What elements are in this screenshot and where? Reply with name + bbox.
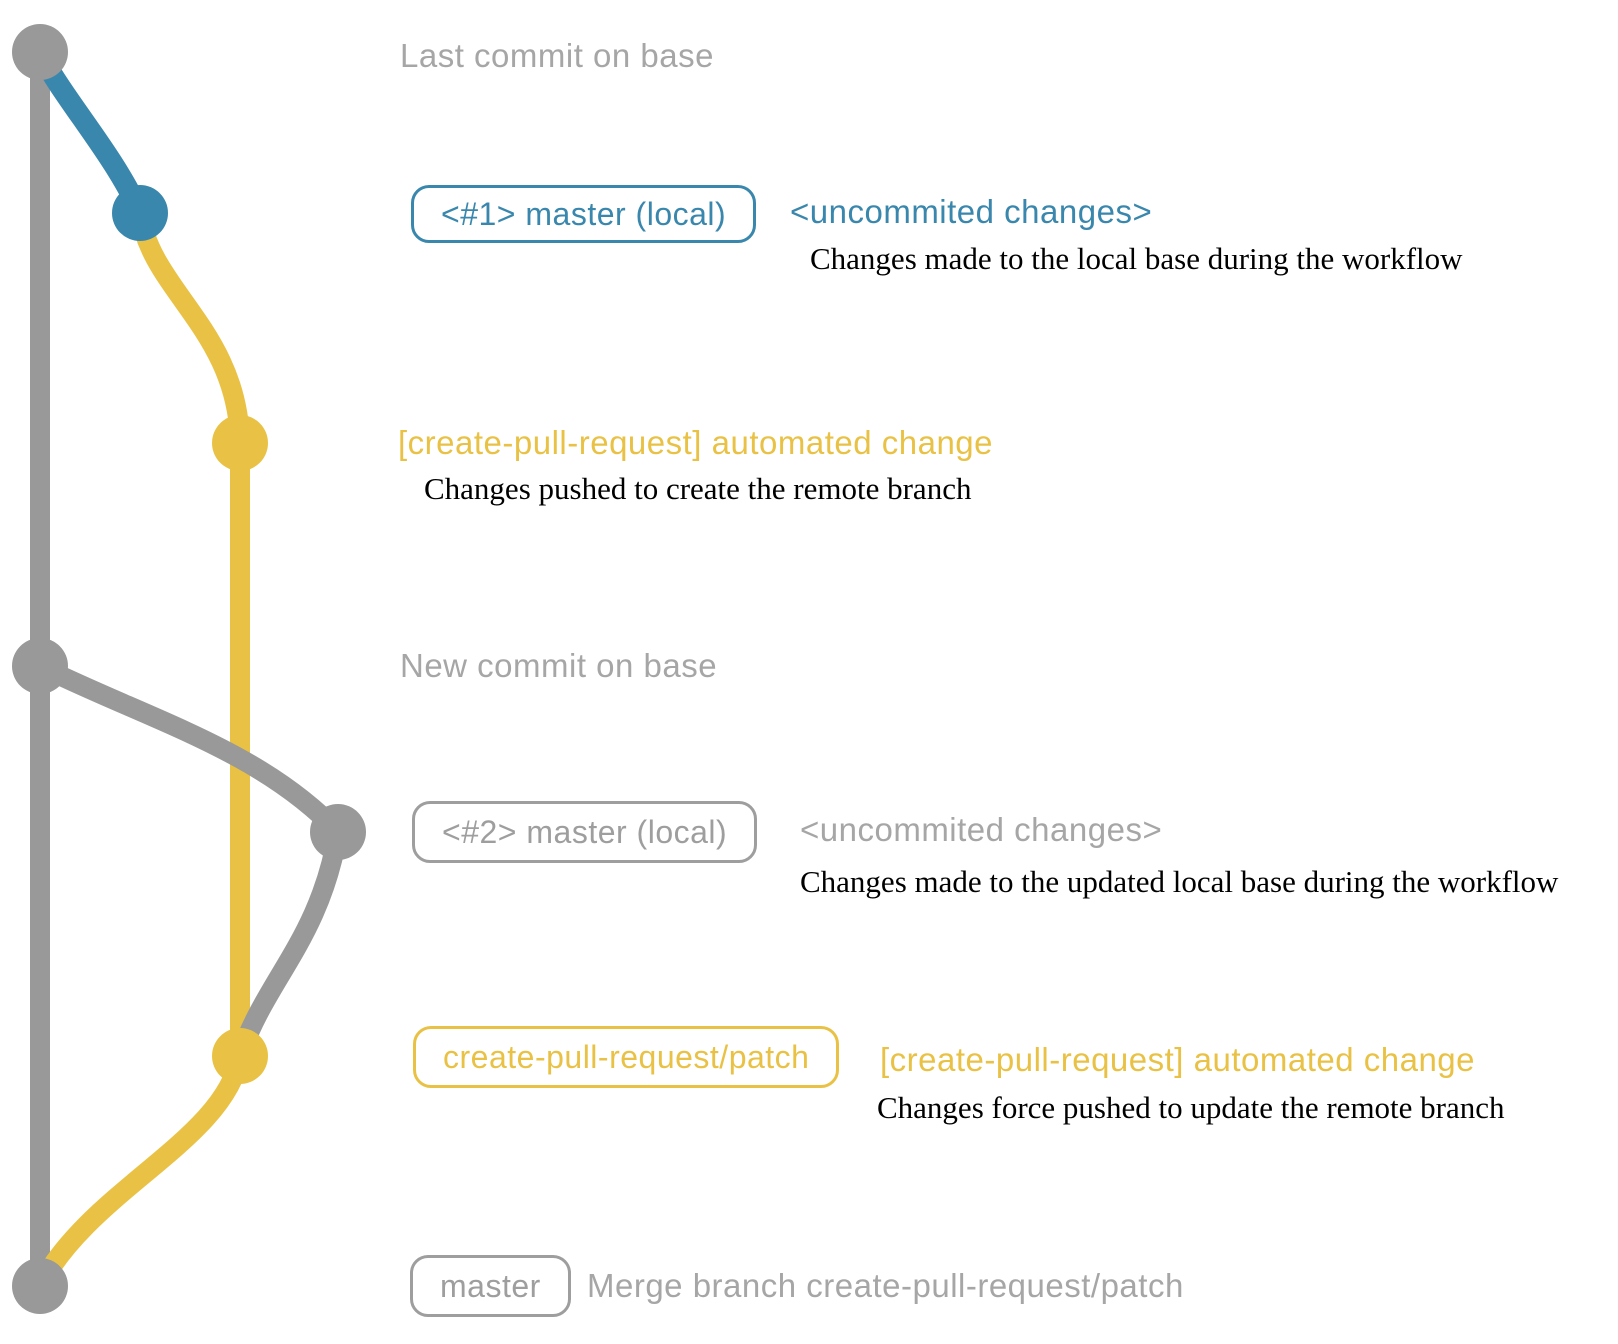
commit-title-uncommitted-1: <uncommited changes> [790, 193, 1153, 230]
annotation-force-pushed: Changes force pushed to update the remot… [877, 1090, 1505, 1125]
badge-master-local-2: <#2> master (local) [412, 801, 758, 863]
uncommitted-changes-2-curve [30, 656, 348, 842]
commit-dot-uncommitted-1 [112, 185, 168, 241]
label-last-commit-on-base: Last commit on base [400, 37, 714, 74]
commit-dot-new-base [12, 638, 68, 694]
commit-dot-last-base [12, 24, 68, 80]
commit-dot-uncommitted-2 [310, 804, 366, 860]
label-new-commit-on-base: New commit on base [400, 647, 718, 684]
commit-dot-merge [12, 1258, 68, 1314]
annotation-uncommitted-1: Changes made to the local base during th… [810, 241, 1463, 276]
commit-dot-patch-create [212, 415, 268, 471]
force-push-curve [230, 822, 348, 1066]
label-merge-branch: Merge branch create-pull-request/patch [587, 1267, 1184, 1304]
merge-curve [30, 1046, 250, 1296]
badge-master-local-1: <#1> master (local) [411, 185, 757, 243]
commit-title-automated-change-2: [create-pull-request] automated change [880, 1041, 1476, 1078]
commit-title-uncommitted-2: <uncommited changes> [800, 811, 1163, 848]
uncommitted-changes-1-curve [29, 41, 151, 224]
create-branch-curve [130, 203, 250, 453]
badge-master: master [410, 1255, 571, 1317]
commit-dot-patch-update [212, 1028, 268, 1084]
annotation-pushed-create: Changes pushed to create the remote bran… [424, 471, 972, 506]
commit-title-automated-change-1: [create-pull-request] automated change [398, 424, 994, 461]
annotation-uncommitted-2: Changes made to the updated local base d… [800, 864, 1559, 899]
badge-create-pull-request-patch: create-pull-request/patch [413, 1026, 840, 1088]
